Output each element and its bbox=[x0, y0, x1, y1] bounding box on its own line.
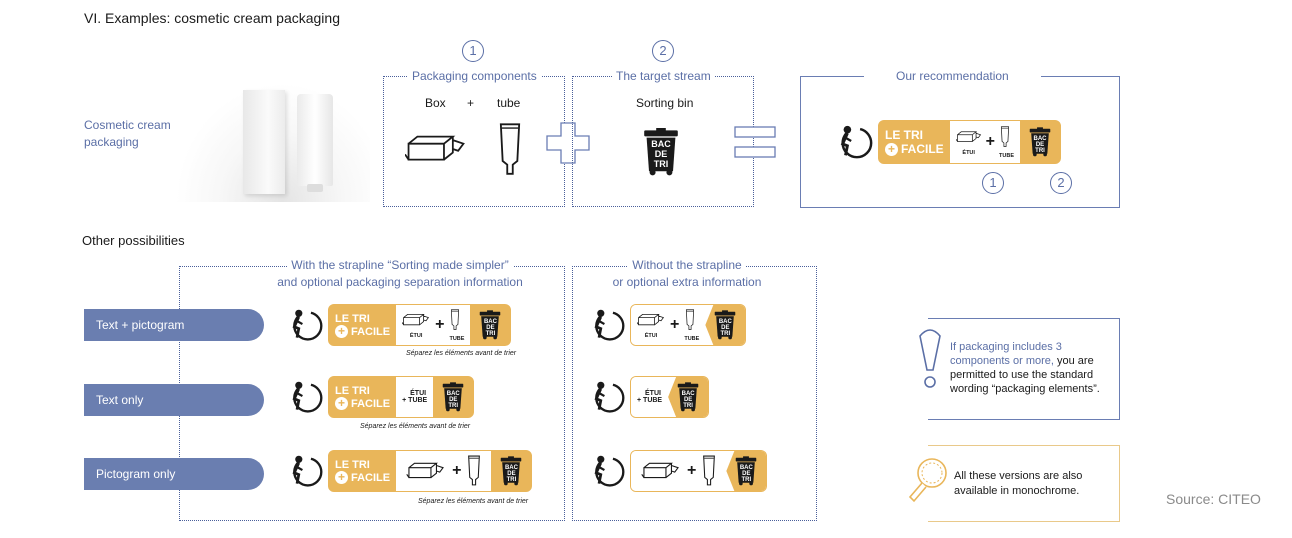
with-header: With the strapline “Sorting made simpler… bbox=[277, 257, 523, 289]
source-credit: Source: CITEO bbox=[1166, 491, 1261, 507]
etui-icon bbox=[641, 460, 681, 482]
equals-outline-icon bbox=[734, 126, 776, 158]
separation-note: Séparez les éléments avant de trier bbox=[406, 350, 517, 357]
without-header: Without the strapline or optional extra … bbox=[612, 257, 762, 289]
note-monochrome-text: All these versions are also available in… bbox=[954, 470, 1083, 497]
tube-mini-icon bbox=[449, 309, 461, 331]
sorting-bin-label: Sorting bin bbox=[636, 96, 694, 110]
tube-mini-icon bbox=[467, 455, 481, 487]
separation-note: Séparez les éléments avant de trier bbox=[418, 498, 529, 505]
components-header: Packaging components bbox=[408, 69, 541, 83]
tube-mini-icon bbox=[684, 309, 696, 331]
step-2-marker-rec: 2 bbox=[1050, 172, 1072, 194]
etui-icon bbox=[402, 312, 430, 328]
product-image bbox=[175, 82, 370, 202]
triman-icon bbox=[288, 378, 324, 416]
etui-icon bbox=[406, 460, 446, 482]
row-label-text-pictogram: Text + pictogram bbox=[84, 309, 264, 341]
etui-icon bbox=[956, 129, 982, 145]
other-title: Other possibilities bbox=[82, 233, 185, 248]
target-header: The target stream bbox=[612, 69, 715, 83]
triman-icon bbox=[590, 378, 626, 416]
tube-mini-icon bbox=[999, 126, 1011, 148]
recommendation-header: Our recommendation bbox=[864, 69, 1041, 83]
separation-note: Séparez les éléments avant de trier bbox=[360, 423, 471, 430]
step-1-marker-rec: 1 bbox=[982, 172, 1004, 194]
note-monochrome bbox=[928, 445, 1120, 522]
etui-icon bbox=[637, 312, 665, 328]
magnifier-icon bbox=[908, 458, 947, 503]
row-label-pictogram-only: Pictogram only bbox=[84, 458, 264, 490]
plus-label: + bbox=[467, 96, 475, 110]
example-label: Cosmetic cream packaging bbox=[84, 118, 171, 149]
note-3-components bbox=[928, 318, 1120, 420]
box-label: Box bbox=[425, 96, 446, 110]
tube-icon bbox=[499, 122, 521, 178]
page-title: VI. Examples: cosmetic cream packaging bbox=[84, 10, 340, 26]
tube-mini-icon bbox=[702, 455, 716, 487]
box-icon bbox=[405, 130, 467, 168]
triman-icon bbox=[590, 306, 626, 344]
exclamation-icon bbox=[919, 329, 941, 388]
plus-outline-icon bbox=[546, 122, 590, 164]
triman-icon bbox=[836, 122, 874, 162]
step-1-marker: 1 bbox=[462, 40, 484, 62]
row-label-text-only: Text only bbox=[84, 384, 264, 416]
triman-icon bbox=[288, 452, 324, 490]
note-3-components-text: If packaging includes 3 components or mo… bbox=[950, 341, 1100, 395]
triman-icon bbox=[590, 452, 626, 490]
triman-icon bbox=[288, 306, 324, 344]
step-2-marker: 2 bbox=[652, 40, 674, 62]
tube-label: tube bbox=[497, 96, 521, 110]
